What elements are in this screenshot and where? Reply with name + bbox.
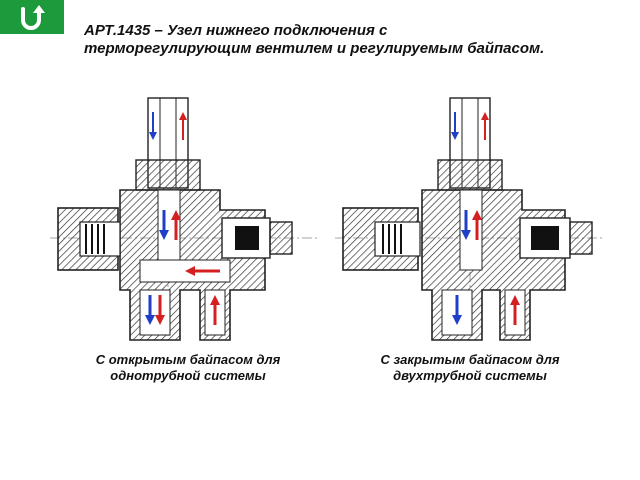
flow-arrows: [451, 112, 520, 325]
caption-line-1: С закрытым байпасом для: [380, 352, 560, 367]
valve-diagram-open-bypass: [50, 97, 320, 341]
page-title: АРТ.1435 – Узел нижнего подключения с те…: [84, 22, 624, 58]
caption-line-2: однотрубной системы: [110, 368, 266, 383]
logo: [0, 0, 64, 34]
flow-arrows: [145, 112, 220, 325]
title-line-2: терморегулирующим вентилем и регулируемы…: [84, 40, 545, 57]
title-line-1: АРТ.1435 – Узел нижнего подключения с: [84, 22, 388, 39]
caption-closed-bypass: С закрытым байпасом для двухтрубной сист…: [340, 352, 600, 384]
u-turn-arrow-icon: [21, 5, 45, 30]
caption-line-1: С открытым байпасом для: [95, 352, 281, 367]
valve-diagram-closed-bypass: [335, 97, 605, 341]
caption-line-2: двухтрубной системы: [393, 368, 547, 383]
caption-open-bypass: С открытым байпасом для однотрубной сист…: [58, 352, 318, 384]
